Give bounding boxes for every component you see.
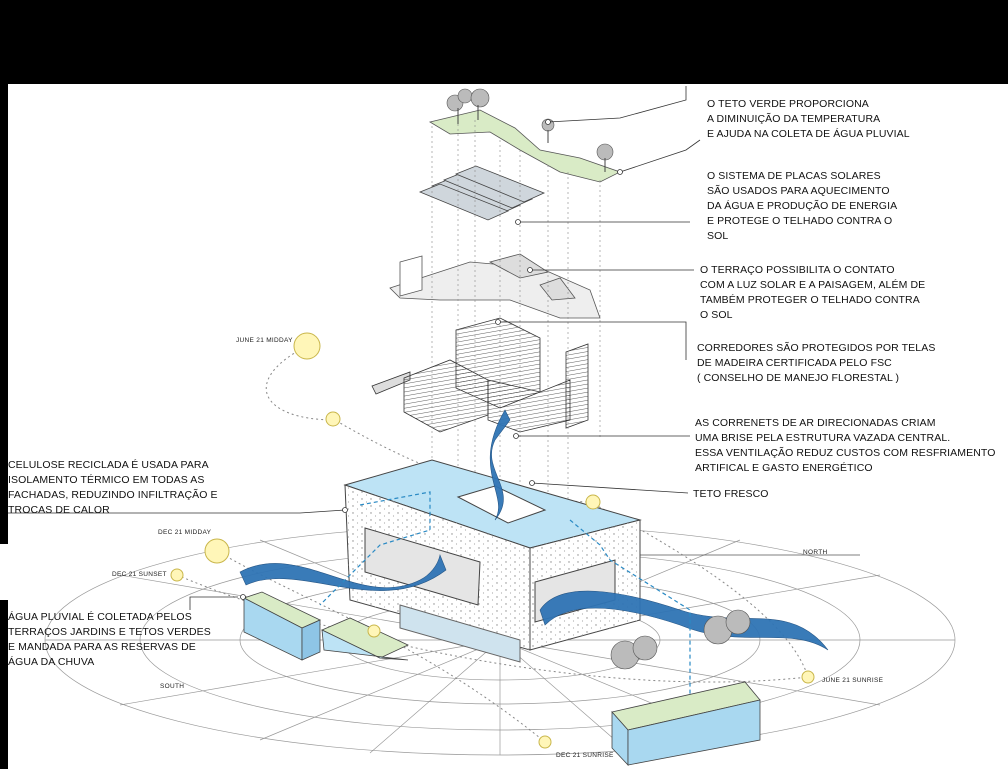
green-roof-layer (430, 89, 620, 182)
label-dec21-midday: DEC 21 MIDDAY (158, 529, 211, 536)
label-june21-midday: JUNE 21 MIDDAY (236, 337, 293, 344)
sun-june21-midday (294, 333, 320, 359)
caption-air-currents: AS CORRENETS DE AR DIRECIONADAS CRIAM UM… (695, 416, 996, 476)
wood-screen-layer (372, 318, 588, 432)
sun-dec21-sunset (171, 569, 183, 581)
label-north: NORTH (803, 549, 828, 556)
caption-terrace: O TERRAÇO POSSIBILITA O CONTATO COM A LU… (700, 263, 925, 323)
caption-solar-panels: O SISTEMA DE PLACAS SOLARES SÃO USADOS P… (707, 169, 897, 244)
sun-june21-sunrise (802, 671, 814, 683)
sun-dec21-midday (205, 539, 229, 563)
label-south: SOUTH (160, 683, 184, 690)
solar-panel-layer (420, 166, 544, 220)
caption-rainwater: ÁGUA PLUVIAL É COLETADA PELOS TERRAÇOS J… (8, 610, 211, 670)
caption-green-roof: O TETO VERDE PROPORCIONA A DIMINUIÇÃO DA… (707, 97, 910, 142)
label-dec21-sunset: DEC 21 SUNSET (112, 571, 167, 578)
main-building (345, 460, 640, 662)
label-dec21-sunrise: DEC 21 SUNRISE (556, 752, 614, 759)
terrace-layer (390, 254, 600, 318)
caption-corridors: CORREDORES SÃO PROTEGIDOS POR TELAS DE M… (697, 341, 935, 386)
caption-cool-roof: TETO FRESCO (693, 487, 769, 502)
sun-dec21-sunrise (539, 736, 551, 748)
label-june21-sunrise: JUNE 21 SUNRISE (822, 677, 883, 684)
caption-cellulose: CELULOSE RECICLADA É USADA PARA ISOLAMEN… (8, 458, 218, 518)
